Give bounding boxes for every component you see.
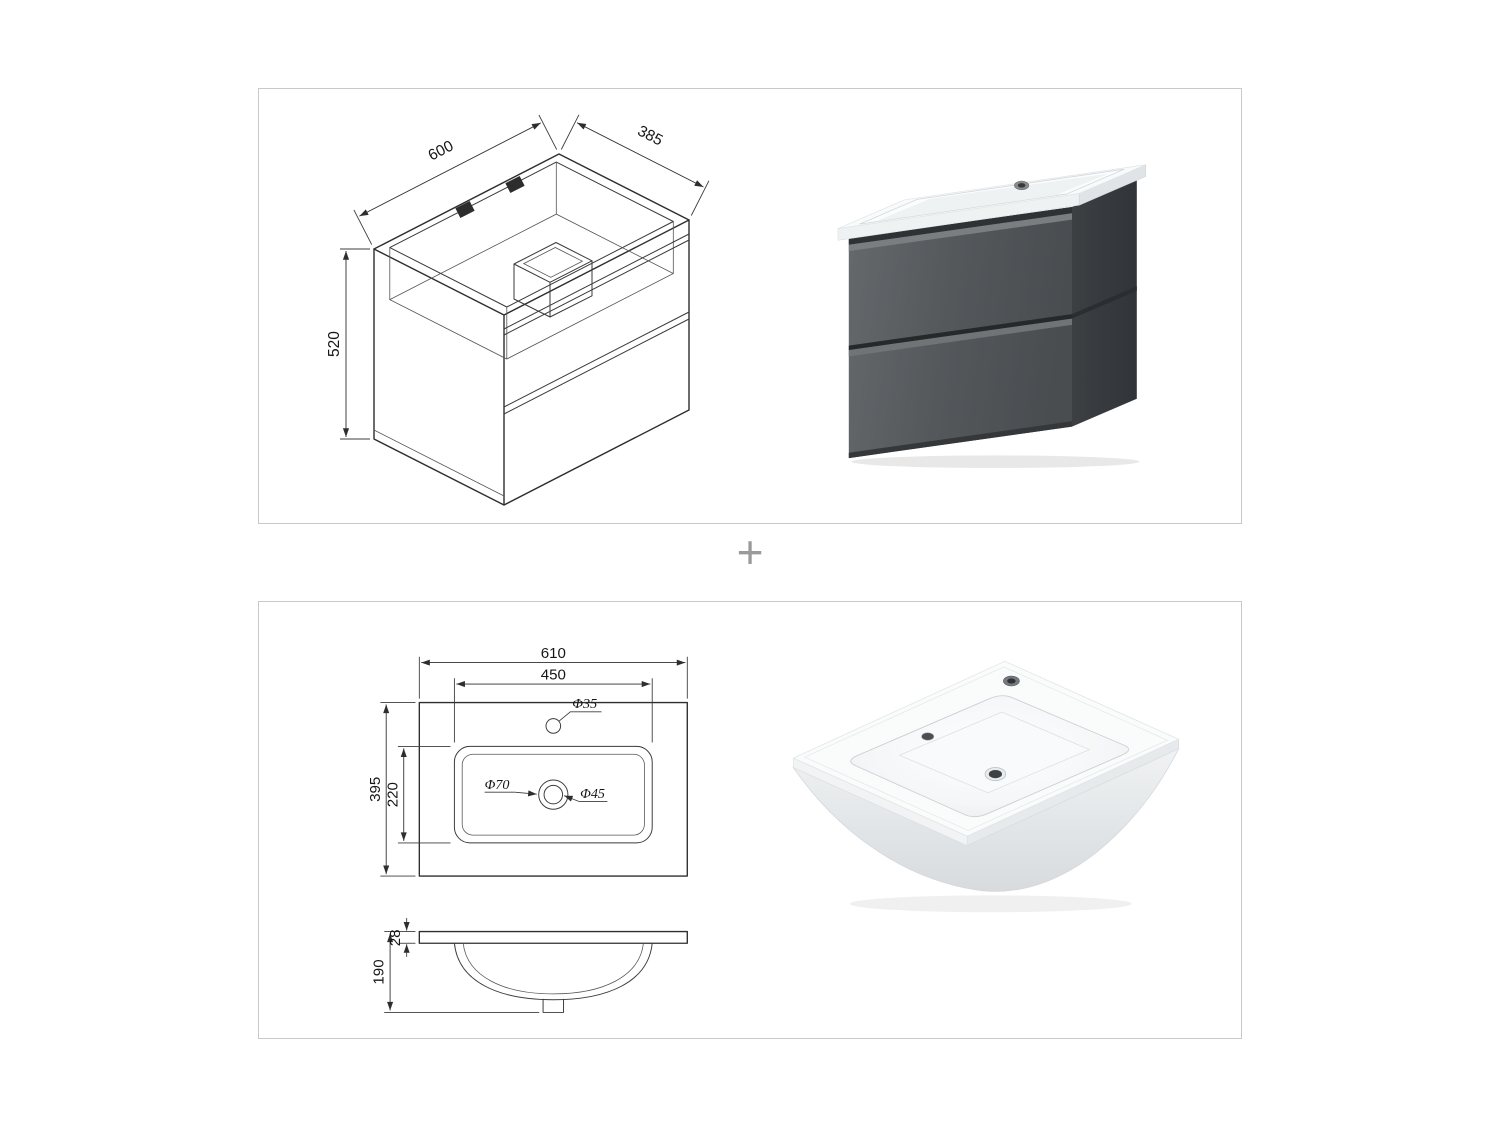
basin-rim-height-dimension: 28 bbox=[387, 929, 404, 946]
basin-bowl-outline bbox=[453, 745, 653, 844]
side-drawer-gap bbox=[1072, 286, 1137, 319]
cabinet-line-drawing: 520 600 385 bbox=[326, 114, 710, 506]
basin-side-slab bbox=[418, 930, 688, 944]
overall-width-dimension-group: 610 bbox=[418, 645, 688, 699]
basin-bowl-base bbox=[898, 711, 1091, 794]
basin-bowl-inner-outline bbox=[461, 753, 645, 836]
width-dimension-group: 600 bbox=[353, 114, 558, 245]
tap-hole-symbol bbox=[545, 718, 562, 734]
cabinet-width-dimension: 600 bbox=[426, 137, 457, 164]
basin-side-bowl-inner bbox=[462, 943, 644, 995]
drain-outer-diameter-label: Φ70 bbox=[485, 777, 510, 793]
overall-height-dimension-group: 190 bbox=[371, 931, 540, 1013]
cabinet-inner-walls bbox=[388, 162, 675, 360]
basin-underbody bbox=[792, 747, 1180, 892]
basin-outer-outline bbox=[418, 701, 688, 877]
drain-hole bbox=[988, 769, 1002, 779]
depth-dimension-group: 385 bbox=[560, 114, 710, 216]
top-drawer-gap bbox=[848, 207, 1072, 245]
cabinet-spec-panel: 520 600 385 bbox=[258, 88, 1242, 524]
rim-height-dimension-group: 28 bbox=[387, 917, 416, 957]
floor-shadow bbox=[849, 895, 1132, 913]
overflow-hole bbox=[921, 732, 935, 741]
tap-hole-center bbox=[1017, 183, 1026, 188]
overall-depth-dimension-group: 395 bbox=[367, 702, 416, 877]
cabinet-depth-dimension: 385 bbox=[635, 123, 666, 150]
basin-spec-panel: Φ35 Φ70 Φ45 610 450 395 bbox=[258, 601, 1242, 1039]
tap-hole-diameter-label: Φ35 bbox=[572, 696, 597, 712]
basin-line-drawing: Φ35 Φ70 Φ45 610 450 395 bbox=[367, 645, 688, 1013]
tap-hole-center bbox=[1007, 678, 1016, 684]
basin-height-dimension: 190 bbox=[371, 959, 388, 984]
bowl-depth-dimension-group: 220 bbox=[384, 745, 451, 844]
cabinet-3d-render bbox=[837, 164, 1147, 468]
height-dimension-group: 520 bbox=[326, 248, 370, 440]
basin-side-bowl bbox=[453, 942, 653, 1001]
basin-bowl-shading bbox=[875, 173, 1108, 222]
basin-side-drain-stub bbox=[542, 998, 565, 1013]
drain-inner-symbol bbox=[543, 784, 564, 805]
drain-outer-symbol bbox=[538, 779, 569, 810]
basin-overall-width-dimension: 610 bbox=[541, 645, 566, 662]
mounting-brackets bbox=[455, 175, 525, 219]
cabinet-edges bbox=[373, 219, 690, 506]
basin-bowl-depth-dimension: 220 bbox=[384, 782, 401, 807]
cabinet-outline bbox=[373, 153, 690, 506]
bottom-drawer-pull bbox=[848, 318, 1072, 357]
plus-sign: + bbox=[736, 526, 764, 578]
middle-drawer-gap bbox=[848, 314, 1072, 351]
drain-inner-diameter-label: Φ45 bbox=[580, 786, 605, 802]
basin-bowl-width-dimension: 450 bbox=[541, 667, 566, 684]
basin-overall-depth-dimension: 395 bbox=[367, 777, 384, 802]
siphon-box bbox=[513, 242, 593, 318]
basin-rim-line bbox=[803, 666, 1169, 831]
cabinet-bottom-edge bbox=[848, 421, 1072, 459]
cabinet-top-rim bbox=[389, 161, 674, 308]
drawer-fronts bbox=[373, 233, 690, 497]
cabinet-height-dimension: 520 bbox=[326, 331, 343, 357]
basin-3d-render bbox=[792, 660, 1180, 913]
top-drawer-pull bbox=[848, 213, 1072, 252]
bowl-width-dimension-group: 450 bbox=[453, 667, 653, 743]
floor-shadow bbox=[851, 455, 1140, 468]
